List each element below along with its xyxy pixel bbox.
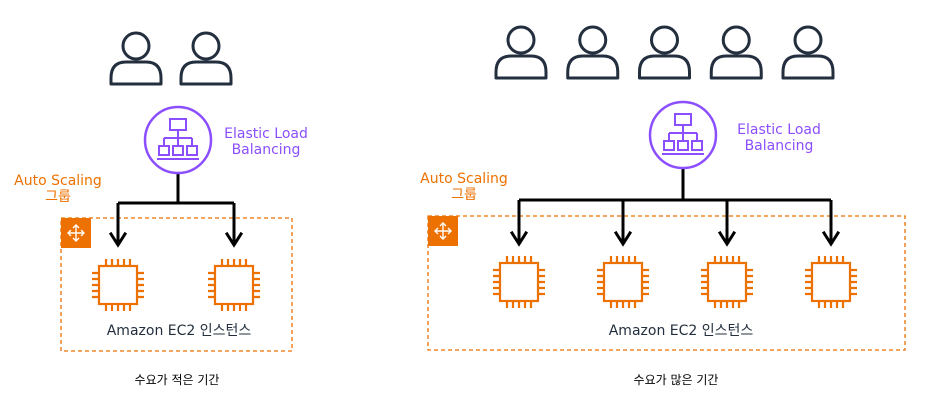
left-asg-label-line2: 그룹 [45, 189, 71, 206]
right-user-icon-3 [638, 25, 691, 80]
left-instances-label: Amazon EC2 인스턴스 [106, 323, 252, 339]
left-ec2-instance-icon-1 [92, 259, 144, 311]
left-user-icon-1 [109, 31, 163, 86]
right-arrow-1 [509, 230, 529, 247]
left-user-icon-2 [179, 31, 233, 86]
right-ec2-instance-icon-1 [493, 256, 545, 308]
left-arrow-2 [224, 231, 244, 248]
right-arrow-4 [821, 230, 841, 247]
right-user-icon-2 [566, 25, 620, 80]
right-instances-label: Amazon EC2 인스턴스 [608, 323, 754, 339]
left-caption: 수요가 적은 기간 [134, 373, 220, 387]
right-elb-label-line2: Balancing [744, 138, 814, 155]
right-asg-label-line2: 그룹 [451, 187, 477, 204]
right-ec2-instance-icon-4 [805, 256, 857, 308]
right-arrow-3 [717, 230, 737, 247]
left-auto-scaling-group-box [60, 217, 293, 352]
left-asg-label: Auto Scaling 그룹 [8, 173, 108, 205]
left-elb-label: Elastic Load Balancing [211, 126, 321, 158]
right-auto-scaling-group-box [427, 215, 906, 351]
left-asg-label-line1: Auto Scaling [14, 173, 102, 189]
right-arrow-2 [613, 230, 633, 247]
right-load-balancer-icon [648, 100, 718, 170]
right-elb-label: Elastic Load Balancing [724, 122, 834, 154]
left-ec2-instance-icon-2 [208, 259, 260, 311]
left-auto-scaling-icon [61, 218, 91, 248]
right-connector-lines [517, 168, 833, 242]
right-asg-label-line1: Auto Scaling [420, 171, 508, 187]
left-arrow-1 [108, 231, 128, 248]
left-elb-label-line1: Elastic Load [224, 126, 308, 142]
right-caption: 수요가 많은 기간 [633, 373, 719, 387]
right-user-icon-1 [494, 25, 548, 80]
right-ec2-instance-icon-2 [597, 256, 649, 308]
right-user-icon-5 [781, 25, 835, 80]
right-ec2-instance-icon-3 [701, 256, 753, 308]
right-auto-scaling-icon [428, 216, 458, 246]
right-user-icon-4 [709, 25, 763, 80]
right-elb-label-line1: Elastic Load [737, 122, 821, 138]
left-connector-lines [116, 173, 236, 243]
left-elb-label-line2: Balancing [231, 142, 301, 159]
right-asg-label: Auto Scaling 그룹 [414, 171, 514, 203]
left-load-balancer-icon [143, 105, 213, 175]
